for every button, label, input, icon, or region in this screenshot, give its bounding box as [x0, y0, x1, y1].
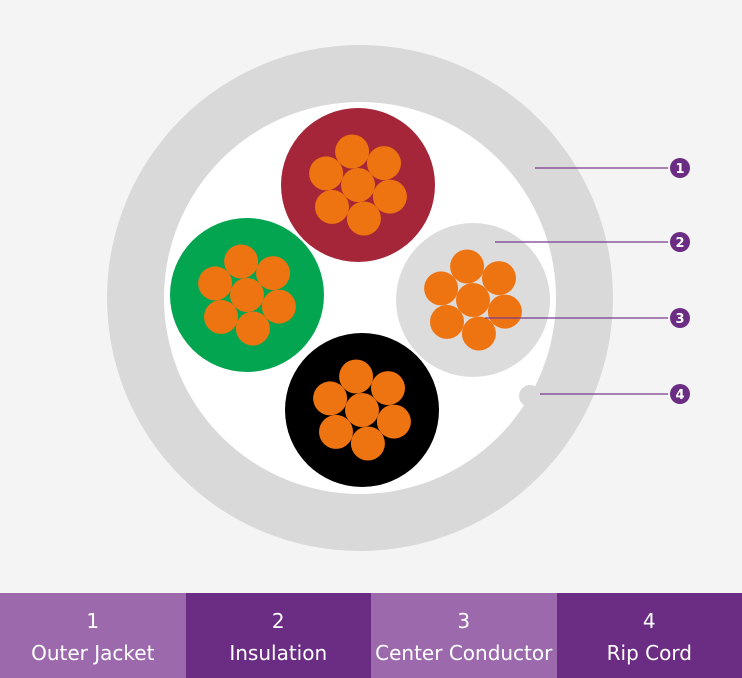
conductor-strand: [424, 271, 459, 306]
marker-circle: [670, 232, 690, 252]
conductor-strand: [235, 311, 270, 346]
legend-label: Center Conductor: [375, 640, 553, 665]
conductor-strand: [456, 283, 490, 317]
conductor-strand: [346, 201, 381, 236]
legend-item-center-conductor: 3 Center Conductor: [371, 593, 557, 678]
conductor-strand: [198, 266, 233, 301]
marker-circle: [670, 308, 690, 328]
leader-lines: [485, 167, 668, 395]
conductor-strand: [230, 278, 264, 312]
green-insulated-conductor: [170, 218, 324, 372]
marker-circle: [670, 158, 690, 178]
conductor-strand: [487, 294, 522, 329]
conductor-strand: [371, 371, 405, 406]
marker-number: 2: [675, 236, 684, 251]
marker-number: 3: [675, 312, 684, 327]
callout-markers: 1 2 3 4: [670, 158, 690, 404]
conductor-strand: [224, 244, 259, 279]
callout-marker-2: 2: [670, 232, 690, 252]
marker-number: 1: [675, 162, 684, 177]
legend-number: 3: [457, 608, 471, 633]
conductor-strand: [256, 256, 290, 291]
conductor-strand: [482, 261, 516, 296]
callout-marker-4: 4: [670, 384, 690, 404]
conductor-strand: [461, 316, 496, 351]
legend-item-rip-cord: 4 Rip Cord: [556, 593, 742, 678]
marker-circle: [670, 384, 690, 404]
conductors-layer: [170, 108, 550, 487]
conductor-strand: [315, 189, 349, 224]
legend-bar: 1 Outer Jacket 2 Insulation 3 Center Con…: [0, 593, 742, 678]
conductor-strand: [261, 289, 296, 324]
conductor-strand: [313, 381, 348, 416]
legend-number: 2: [271, 608, 285, 633]
cable-cross-section-diagram: 1 2 3 4: [107, 45, 690, 551]
conductor-strand: [350, 426, 385, 461]
red-insulated-conductor: [281, 108, 435, 262]
legend-number: 4: [642, 608, 656, 633]
conductor-strand: [204, 299, 238, 334]
jacket-interior: [164, 102, 556, 494]
conductor-strand: [372, 179, 407, 214]
conductor-strand: [376, 404, 411, 439]
legend-number: 1: [86, 608, 100, 633]
conductor-strand: [341, 168, 375, 202]
conductor-strand: [319, 414, 353, 449]
conductor-strand: [345, 393, 379, 427]
legend-item-outer-jacket: 1 Outer Jacket: [0, 593, 186, 678]
conductor-strand: [335, 134, 370, 169]
conductor-strand: [450, 249, 485, 284]
legend-label: Rip Cord: [606, 640, 692, 665]
callout-marker-3: 3: [670, 308, 690, 328]
callout-marker-1: 1: [670, 158, 690, 178]
conductor-strand: [430, 304, 464, 339]
conductor-strand: [367, 146, 401, 181]
legend-item-insulation: 2 Insulation: [185, 593, 371, 678]
black-insulated-conductor: [285, 333, 439, 487]
grey-insulated-conductor: [396, 223, 550, 377]
legend-label: Insulation: [229, 640, 328, 665]
conductor-strand: [309, 156, 344, 191]
conductor-strand: [339, 359, 374, 394]
legend-label: Outer Jacket: [31, 640, 155, 665]
rip-cord: [519, 385, 541, 407]
marker-number: 4: [675, 388, 684, 403]
